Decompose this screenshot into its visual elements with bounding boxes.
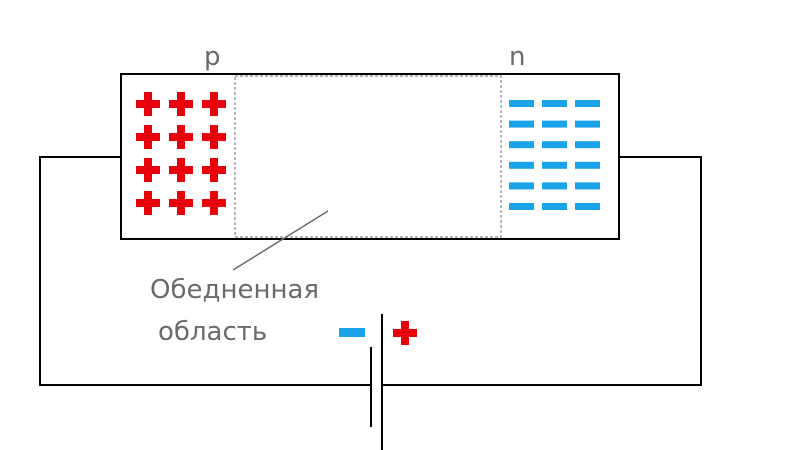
hole-plus-icon <box>136 158 160 182</box>
hole-plus-icon <box>169 125 193 149</box>
circuit-wires <box>39 156 702 386</box>
electron-minus-icon <box>575 203 600 210</box>
electron-minus-icon <box>542 182 567 190</box>
depletion-pointer-line <box>232 210 329 271</box>
electron-minus-icon <box>542 203 567 210</box>
hole-carriers <box>136 92 226 215</box>
wire-right <box>382 156 702 386</box>
hole-plus-icon <box>202 158 226 182</box>
p-region-label: p <box>204 42 221 72</box>
hole-plus-icon <box>202 92 226 116</box>
electron-minus-icon <box>509 161 534 169</box>
depletion-region <box>234 75 502 238</box>
electron-carriers <box>509 100 600 210</box>
hole-plus-icon <box>169 92 193 116</box>
electron-minus-icon <box>509 120 534 128</box>
hole-plus-icon <box>202 125 226 149</box>
minus-sign-icon <box>339 328 365 337</box>
electron-minus-icon <box>509 203 534 210</box>
electron-minus-icon <box>575 120 600 128</box>
hole-plus-icon <box>169 191 193 215</box>
electron-minus-icon <box>542 120 567 128</box>
hole-plus-icon <box>136 125 160 149</box>
depletion-label-line2: область <box>158 317 267 347</box>
hole-plus-icon <box>136 92 160 116</box>
hole-plus-icon <box>136 191 160 215</box>
semiconductor-block <box>120 73 620 240</box>
hole-plus-icon <box>202 191 226 215</box>
electron-minus-icon <box>542 100 567 107</box>
electron-minus-icon <box>542 161 567 169</box>
electron-minus-icon <box>542 141 567 149</box>
electron-minus-icon <box>575 182 600 190</box>
n-region-label: n <box>509 42 525 72</box>
electron-minus-icon <box>575 161 600 169</box>
electron-minus-icon <box>575 141 600 149</box>
electron-minus-icon <box>509 141 534 149</box>
electron-minus-icon <box>575 100 600 107</box>
plus-sign-icon <box>393 321 417 345</box>
depletion-label-line1: Обедненная <box>150 275 319 305</box>
electron-minus-icon <box>509 182 534 190</box>
battery <box>370 314 383 450</box>
hole-plus-icon <box>169 158 193 182</box>
electron-minus-icon <box>509 100 534 107</box>
wire-left <box>39 156 371 386</box>
